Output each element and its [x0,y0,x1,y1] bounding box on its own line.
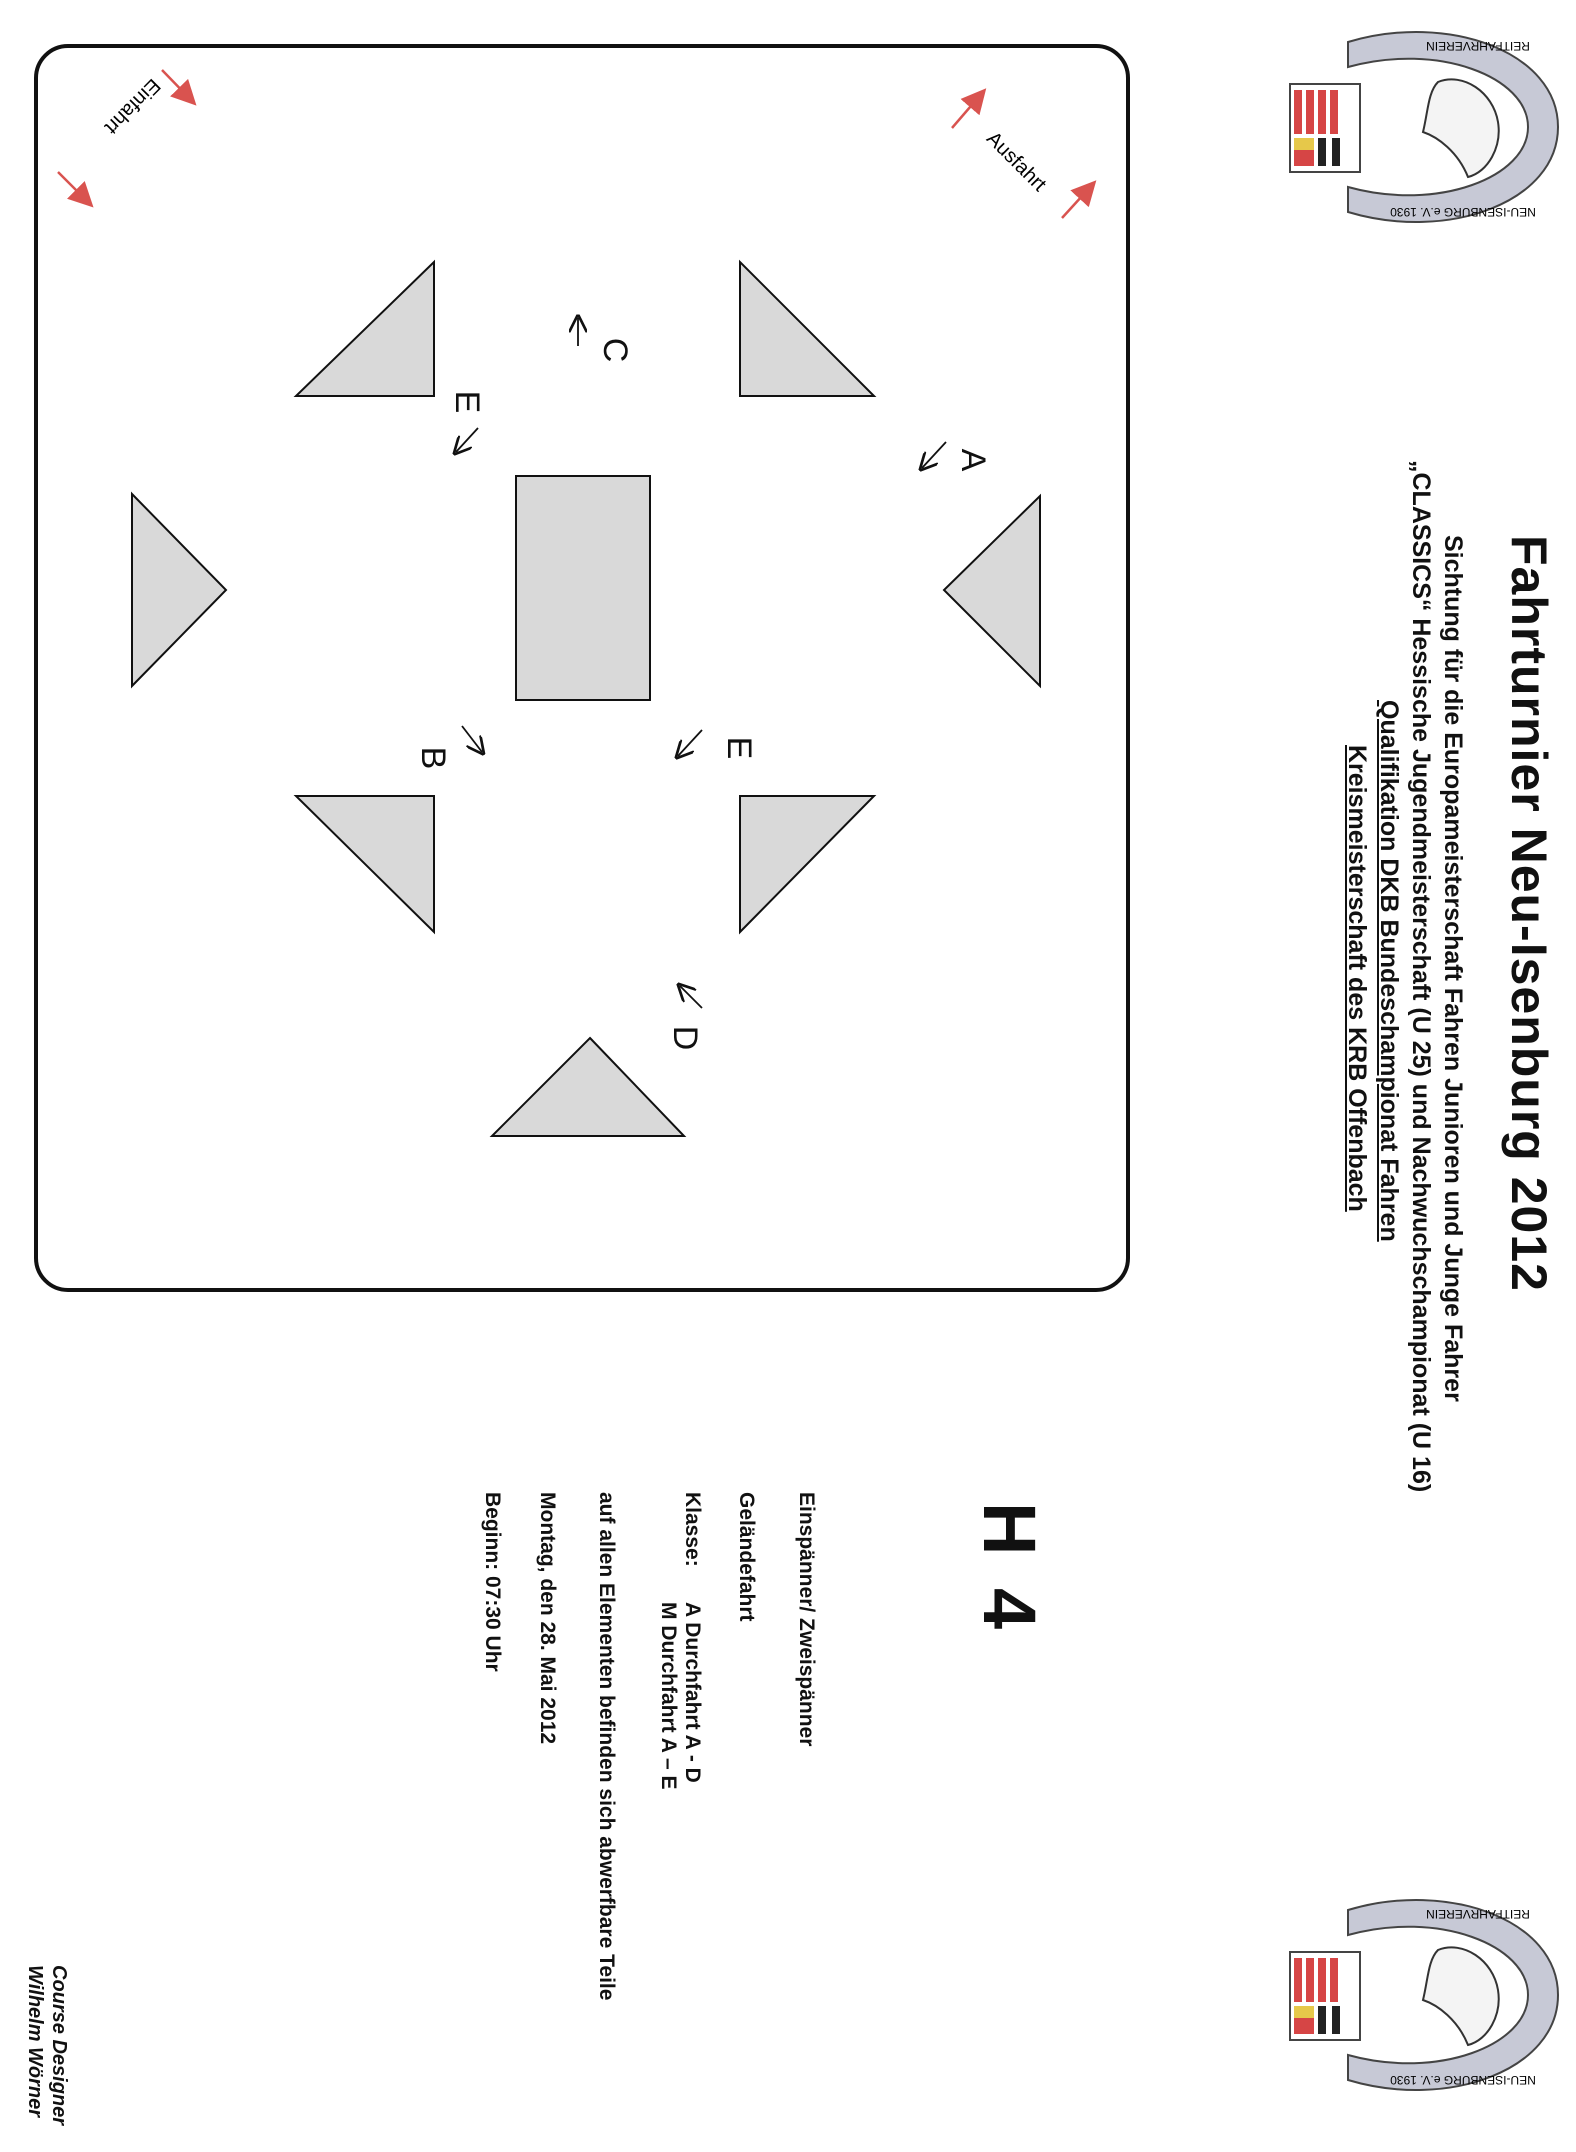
logo-bottom-club-sub: NEU-ISENBURG e.V. 1930 [1390,2073,1536,2087]
exit-label: Ausfahrt [982,128,1051,197]
exit-arrow-2 [1061,180,1097,219]
obstacle-triangle-bottom-left [293,795,435,935]
gate-b-arrow [461,725,482,752]
obstacle-triangle-right [942,493,1041,689]
obstacle-triangle-bottom [489,1036,687,1137]
obstacle-rectangle-center [515,475,651,701]
gate-d-arrow [680,986,703,1009]
club-logo-bottom: REITFAHRVEREIN NEU-ISENBURG e.V. 1930 [1289,1898,1560,2092]
gate-e2-arrow [678,729,703,756]
obstacle-triangle-top-right [739,259,877,397]
club-logo-top: REITFAHRVEREIN NEU-ISENBURG e.V. 1930 [1289,30,1560,224]
logo-top-club-sub: NEU-ISENBURG e.V. 1930 [1390,205,1536,219]
gate-c-label: C [596,338,634,363]
gate-b-label: B [414,747,452,770]
obstacle-triangle-left [131,491,228,689]
gate-e1-arrow [456,427,479,452]
entry-arrow-2 [57,171,94,208]
gate-a-label: A [954,449,992,472]
logo-top-club-name: REITFAHRVEREIN [1426,39,1530,53]
gate-d-label: D [666,1026,704,1051]
logo-bottom-club-name: REITFAHRVEREIN [1426,1907,1530,1921]
gate-e2-label: E [720,737,758,760]
obstacle-triangle-bottom-right [739,795,877,935]
entry-arrow-1 [161,69,197,106]
obstacle-triangle-top-left [293,259,435,397]
exit-arrow-1 [951,88,987,129]
entry-label: Einfahrt [100,74,165,139]
course-arena [34,44,1130,1292]
gate-a-arrow [922,441,947,468]
gate-e1-label: E [448,391,486,414]
